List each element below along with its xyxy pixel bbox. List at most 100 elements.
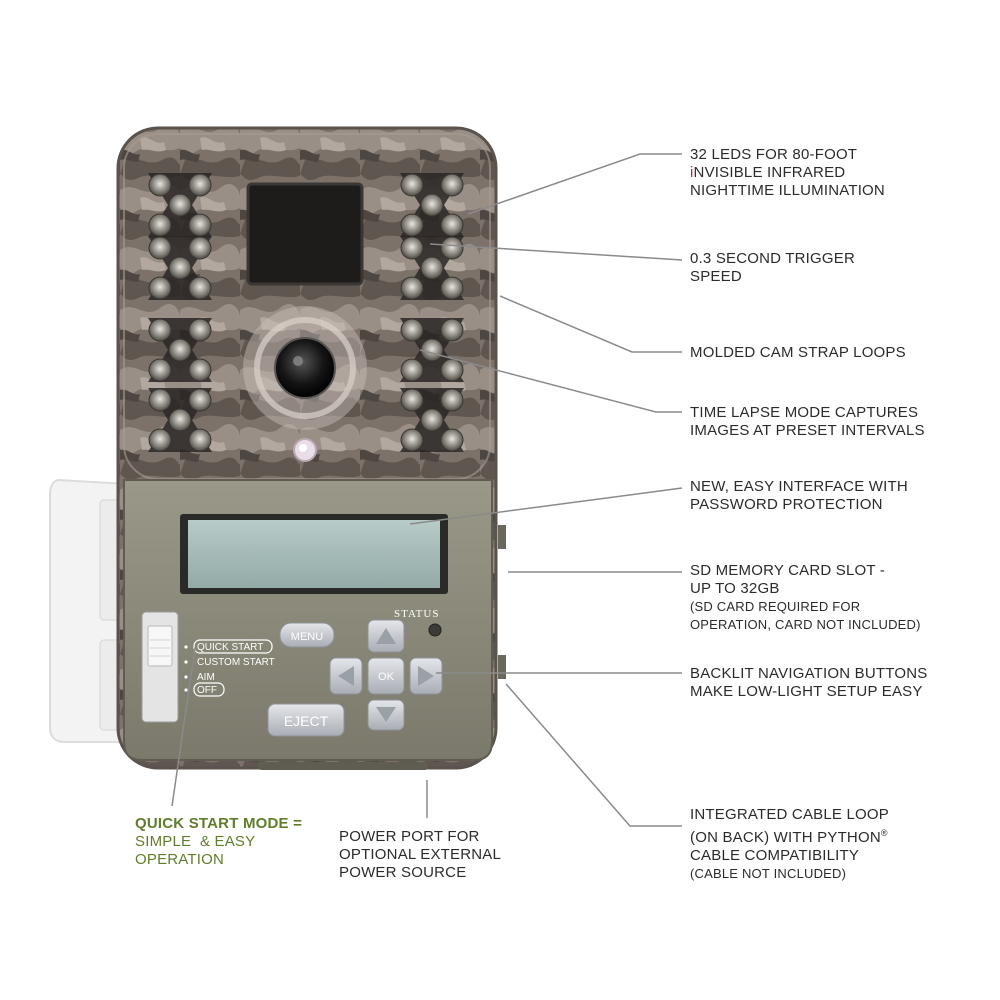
callout-cable-line2: (ON BACK) WITH PYTHON <box>690 829 881 846</box>
callout-sd-card-line3: (SD CARD REQUIRED FOR <box>690 599 861 614</box>
led <box>400 318 424 342</box>
led <box>420 193 444 217</box>
led <box>188 318 212 342</box>
mode-switch[interactable] <box>141 611 179 723</box>
led <box>148 388 172 412</box>
up-button[interactable] <box>367 619 405 653</box>
leader-cable <box>505 683 682 827</box>
down-button[interactable] <box>367 699 405 731</box>
led <box>188 276 212 300</box>
callout-cable-line4: (CABLE NOT INCLUDED) <box>690 866 847 881</box>
led <box>188 236 212 260</box>
lcd-screen <box>180 514 448 594</box>
ok-button[interactable]: OK <box>367 657 405 695</box>
led <box>148 213 172 237</box>
leader-lines <box>171 153 683 827</box>
pir-sensor-window <box>246 182 364 286</box>
led-array-left <box>148 173 212 452</box>
camera-lens <box>243 306 367 430</box>
open-door <box>49 478 129 743</box>
led <box>400 173 424 197</box>
led <box>148 173 172 197</box>
callout-leds-line1: 32 LEDS FOR 80-FOOT <box>690 146 858 163</box>
led <box>440 276 464 300</box>
led <box>420 408 444 432</box>
led <box>420 256 444 280</box>
callout-cable-line3: CABLE COMPATIBILITY <box>690 847 860 864</box>
led <box>400 388 424 412</box>
mode-quick-start: QUICK START <box>197 642 263 653</box>
status-led <box>428 623 442 637</box>
mode-labels: QUICK START CUSTOM START AIM OFF <box>184 639 275 697</box>
eject-button-label: EJECT <box>284 713 329 729</box>
callout-sd-card: SD MEMORY CARD SLOT - UP TO 32GB (SD CAR… <box>690 562 921 634</box>
led <box>400 428 424 452</box>
callout-trigger-line2: SPEED <box>690 268 742 285</box>
led <box>188 428 212 452</box>
led <box>440 173 464 197</box>
led <box>440 318 464 342</box>
led <box>188 173 212 197</box>
ok-button-label: OK <box>378 671 395 683</box>
callout-time-lapse-line2: IMAGES AT PRESET INTERVALS <box>690 422 925 439</box>
callout-sd-card-line4: OPERATION, CARD NOT INCLUDED) <box>690 617 921 632</box>
led <box>168 193 192 217</box>
callout-backlit-line1: BACKLIT NAVIGATION BUTTONS <box>690 665 928 682</box>
leader-time-lapse <box>419 349 682 413</box>
leader-trigger <box>429 243 683 261</box>
menu-button[interactable]: MENU <box>279 622 335 648</box>
registered-mark: ® <box>880 828 888 838</box>
callout-quick-start-line2: SIMPLE & EASY <box>135 833 256 850</box>
led <box>400 358 424 382</box>
led <box>400 276 424 300</box>
led <box>168 256 192 280</box>
led <box>168 408 192 432</box>
mode-off: OFF <box>197 685 217 696</box>
power-port <box>258 762 428 770</box>
callout-cable: INTEGRATED CABLE LOOP (ON BACK) WITH PYT… <box>690 806 889 883</box>
led <box>188 213 212 237</box>
callout-leds-red-i: i <box>690 164 694 181</box>
callout-backlit: BACKLIT NAVIGATION BUTTONS MAKE LOW-LIGH… <box>690 665 927 701</box>
led <box>440 388 464 412</box>
callout-interface-line2: PASSWORD PROTECTION <box>690 496 883 513</box>
led <box>148 236 172 260</box>
led <box>148 276 172 300</box>
callout-power-line2: OPTIONAL EXTERNAL <box>339 846 502 863</box>
led <box>440 236 464 260</box>
callout-backlit-line2: MAKE LOW-LIGHT SETUP EASY <box>690 683 923 700</box>
led <box>168 338 192 362</box>
callout-interface: NEW, EASY INTERFACE WITH PASSWORD PROTEC… <box>690 478 908 514</box>
leader-interface <box>409 487 683 525</box>
led <box>188 388 212 412</box>
menu-button-label: MENU <box>291 631 323 643</box>
callout-interface-line1: NEW, EASY INTERFACE WITH <box>690 478 908 495</box>
navigation-pad[interactable]: OK <box>329 619 443 731</box>
led <box>148 358 172 382</box>
right-button[interactable] <box>409 657 443 695</box>
callout-power-line1: POWER PORT FOR <box>339 828 480 845</box>
indicator-light <box>293 438 317 462</box>
led <box>400 236 424 260</box>
led <box>440 213 464 237</box>
callout-time-lapse-line1: TIME LAPSE MODE CAPTURES <box>690 404 919 421</box>
led <box>440 428 464 452</box>
mode-aim: AIM <box>197 672 215 683</box>
callout-quick-start-line3: OPERATION <box>135 851 225 868</box>
eject-button[interactable]: EJECT <box>267 703 345 737</box>
status-label: STATUS <box>394 608 439 620</box>
callout-power-line3: POWER SOURCE <box>339 864 467 881</box>
callout-power: POWER PORT FOR OPTIONAL EXTERNAL POWER S… <box>339 828 501 882</box>
led <box>400 213 424 237</box>
callout-leds-line3: NIGHTTIME ILLUMINATION <box>690 182 885 199</box>
callout-time-lapse: TIME LAPSE MODE CAPTURES IMAGES AT PRESE… <box>690 404 925 440</box>
led <box>420 338 444 362</box>
callout-quick-start: QUICK START MODE = SIMPLE & EASY OPERATI… <box>135 815 302 869</box>
leader-quick-start <box>171 647 196 807</box>
led <box>188 358 212 382</box>
led <box>440 358 464 382</box>
left-button[interactable] <box>329 657 363 695</box>
callout-strap-line1: MOLDED CAM STRAP LOOPS <box>690 344 906 361</box>
